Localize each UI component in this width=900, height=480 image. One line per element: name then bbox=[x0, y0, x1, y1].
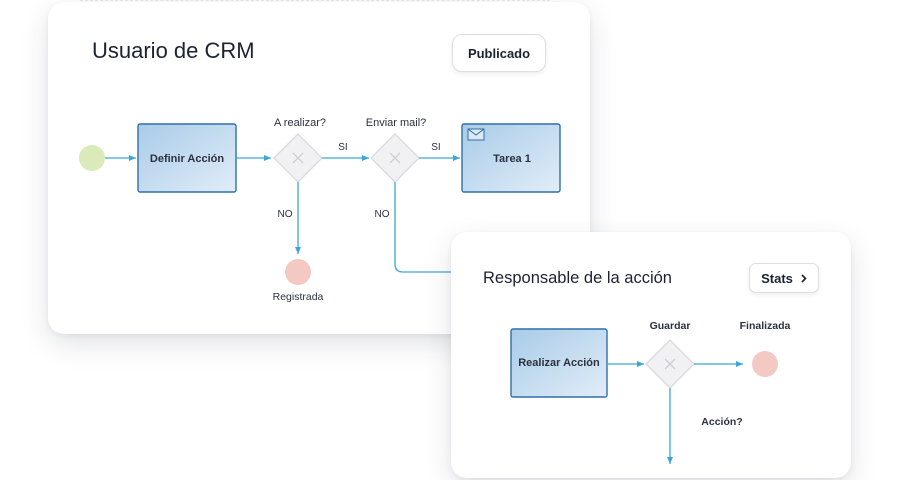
svg-text:Definir Acción: Definir Acción bbox=[150, 153, 224, 165]
end-label-finalizada: Finalizada bbox=[740, 320, 791, 332]
task-tarea-1[interactable]: Tarea 1 bbox=[461, 123, 561, 193]
gateway-enviar-mail[interactable] bbox=[370, 133, 420, 183]
gateway-label-a-realizar: A realizar? bbox=[274, 117, 326, 129]
x-icon bbox=[389, 152, 401, 164]
stats-button[interactable]: Stats bbox=[749, 263, 819, 293]
svg-text:Realizar Acción: Realizar Acción bbox=[518, 357, 600, 369]
gateway-guardar[interactable] bbox=[645, 339, 695, 389]
end-event-registrada[interactable] bbox=[285, 259, 311, 285]
end-label-registrada: Registrada bbox=[273, 291, 324, 303]
task-definir-accion[interactable]: Definir Acción bbox=[137, 123, 237, 193]
stats-button-label: Stats bbox=[761, 270, 793, 286]
gateway-label-guardar: Guardar bbox=[650, 320, 691, 332]
x-icon bbox=[292, 152, 304, 164]
flow-label-si-1: SI bbox=[338, 142, 347, 153]
envelope-icon bbox=[467, 128, 485, 141]
svg-text:Tarea 1: Tarea 1 bbox=[493, 153, 531, 165]
publish-status-button[interactable]: Publicado bbox=[452, 34, 546, 72]
card-title: Usuario de CRM bbox=[92, 38, 255, 63]
gateway-a-realizar[interactable] bbox=[273, 133, 323, 183]
card-title: Responsable de la acción bbox=[483, 269, 672, 287]
background-dash-line bbox=[80, 0, 550, 3]
end-event-finalizada[interactable] bbox=[752, 351, 778, 377]
branch-label-accion: Acción? bbox=[701, 416, 742, 428]
responsable-card: Responsable de la acción Stats Realizar … bbox=[451, 232, 851, 478]
chevron-right-icon bbox=[801, 273, 807, 283]
flow-label-no-1: NO bbox=[278, 209, 293, 220]
x-icon bbox=[664, 358, 676, 370]
flow-gateway2-no bbox=[394, 182, 508, 273]
gateway-label-enviar-mail: Enviar mail? bbox=[366, 117, 427, 129]
responsable-process-diagram: Realizar Acción Guardar Acción? Finaliza… bbox=[510, 320, 791, 464]
flow-label-si-2: SI bbox=[431, 142, 440, 153]
task-realizar-accion[interactable]: Realizar Acción bbox=[510, 328, 608, 398]
flow-label-no-2: NO bbox=[375, 209, 390, 220]
start-event[interactable] bbox=[79, 145, 105, 171]
crm-process-diagram: Definir Acción A realizar? SI NO Registr… bbox=[79, 117, 561, 303]
